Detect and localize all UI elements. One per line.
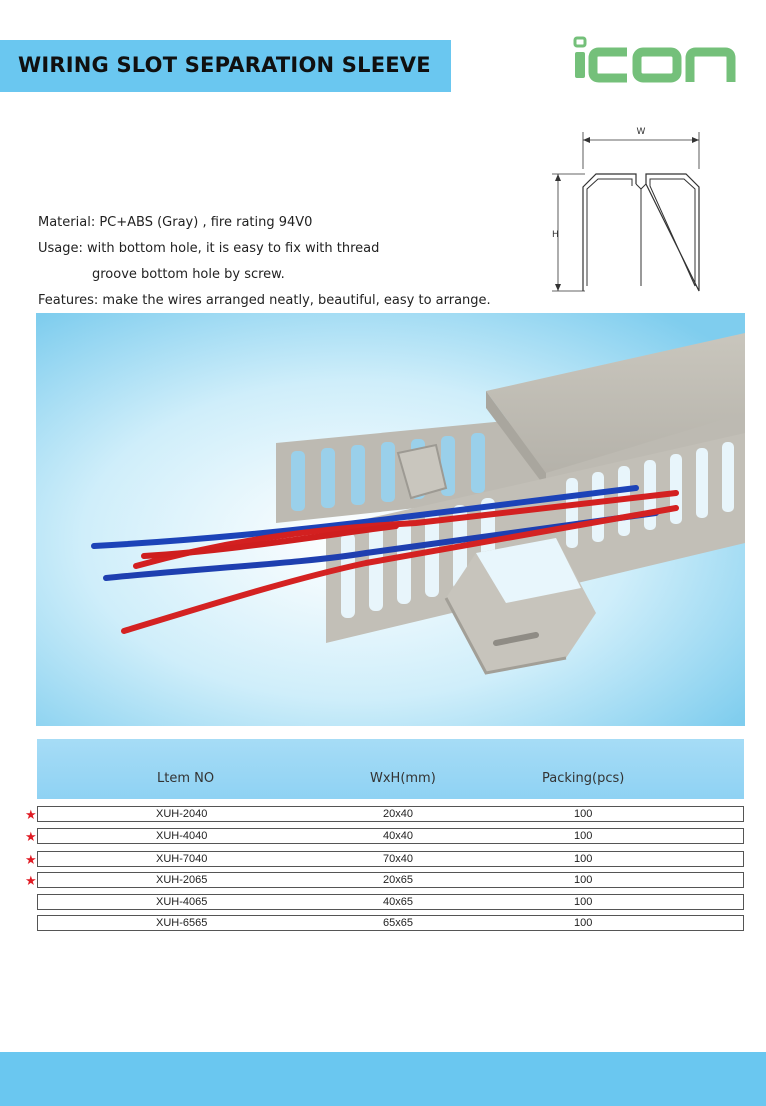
- table-row: XUH-7040 70x40 100: [37, 851, 744, 867]
- cell-packing: 100: [574, 830, 593, 842]
- cell-item: XUH-4040: [156, 830, 208, 842]
- table-header: Ltem NO WxH(mm) Packing(pcs): [37, 739, 744, 799]
- star-icon: ★: [25, 829, 37, 844]
- usage-line: Usage: with bottom hole, it is easy to f…: [38, 241, 380, 256]
- table-row: XUH-4065 40x65 100: [37, 894, 744, 910]
- features-line: Features: make the wires arranged neatly…: [38, 293, 491, 308]
- table-row: XUH-4040 40x40 100: [37, 828, 744, 844]
- product-photo: [36, 313, 745, 726]
- usage-line-cont: groove bottom hole by screw.: [92, 267, 285, 282]
- cell-packing: 100: [574, 896, 593, 908]
- cell-item: XUH-7040: [156, 853, 208, 865]
- cell-item: XUH-2040: [156, 808, 208, 820]
- material-line: Material: PC+ABS (Gray) , fire rating 94…: [38, 215, 313, 230]
- cell-size: 40x40: [383, 830, 413, 842]
- cell-packing: 100: [574, 874, 593, 886]
- height-label: H: [552, 230, 559, 240]
- cell-item: XUH-6565: [156, 917, 208, 929]
- cell-size: 40x65: [383, 896, 413, 908]
- width-label: W: [637, 127, 646, 137]
- cell-item: XUH-4065: [156, 896, 208, 908]
- icon-brand-logo: [573, 36, 736, 83]
- cell-packing: 100: [574, 853, 593, 865]
- cell-item: XUH-2065: [156, 874, 208, 886]
- star-icon: ★: [25, 807, 37, 822]
- separation-sleeve: [444, 538, 596, 675]
- title-banner: WIRING SLOT SEPARATION SLEEVE: [0, 40, 451, 92]
- footer-band: [0, 1052, 766, 1106]
- col-header-packing: Packing(pcs): [542, 771, 625, 786]
- table-row: XUH-2065 20x65 100: [37, 872, 744, 888]
- star-icon: ★: [25, 873, 37, 888]
- spec-block: Material: PC+ABS (Gray) , fire rating 94…: [38, 210, 491, 314]
- cell-size: 20x65: [383, 874, 413, 886]
- star-icon: ★: [25, 852, 37, 867]
- page-title: WIRING SLOT SEPARATION SLEEVE: [18, 53, 431, 77]
- cross-section-drawing: W H: [552, 127, 700, 292]
- cell-packing: 100: [574, 917, 593, 929]
- table-row: XUH-2040 20x40 100: [37, 806, 744, 822]
- col-header-item: Ltem NO: [157, 771, 215, 786]
- cell-size: 65x65: [383, 917, 413, 929]
- cell-size: 20x40: [383, 808, 413, 820]
- col-header-size: WxH(mm): [370, 771, 436, 786]
- cell-size: 70x40: [383, 853, 413, 865]
- wires: [91, 485, 679, 634]
- cell-packing: 100: [574, 808, 593, 820]
- table-row: XUH-6565 65x65 100: [37, 915, 744, 931]
